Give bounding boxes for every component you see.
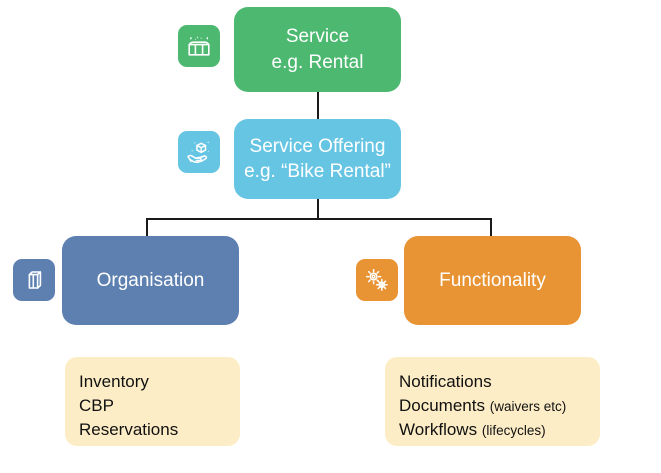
note-item: Workflows (lifecycles): [399, 418, 586, 442]
functionality-note: Notifications Documents (waivers etc) Wo…: [385, 357, 600, 446]
note-item-main: Workflows: [399, 420, 478, 440]
note-item-main: Documents: [399, 396, 485, 416]
note-item-sub: (lifecycles): [481, 423, 546, 439]
node-service-line2: e.g. Rental: [271, 51, 364, 73]
note-item-main: Notifications: [399, 372, 492, 391]
two-gears-icon: [363, 266, 391, 294]
note-item: CBP: [79, 394, 226, 418]
hand-holding-cube-icon: [185, 138, 213, 166]
connector-branch-to-organisation: [146, 218, 148, 236]
node-service-offering-text: Service Offering e.g. “Bike Rental”: [244, 134, 391, 184]
connector-branch-to-functionality: [490, 218, 492, 236]
note-item: Reservations: [79, 418, 226, 442]
organisation-note: Inventory CBP Reservations: [65, 357, 240, 446]
offering-icon-tile: [178, 131, 220, 173]
note-item-sub: (waivers etc): [489, 399, 567, 415]
connector-service-to-offering: [317, 92, 319, 119]
note-item-main: CBP: [79, 396, 114, 416]
node-organisation-label: Organisation: [96, 269, 205, 291]
functionality-icon-tile: [356, 259, 398, 301]
connector-offering-stem: [317, 199, 319, 219]
node-service[interactable]: Service e.g. Rental: [234, 7, 401, 92]
note-item: Inventory: [79, 370, 226, 394]
note-item: Notifications: [399, 370, 586, 394]
gift-box-sparkle-icon: [185, 32, 213, 60]
note-item: Documents (waivers etc): [399, 394, 586, 418]
node-service-line1: Service: [285, 26, 350, 48]
note-item-main: Inventory: [79, 372, 149, 391]
connector-branch-bar: [146, 218, 492, 220]
node-organisation[interactable]: Organisation: [62, 236, 239, 325]
node-service-text: Service e.g. Rental: [272, 24, 364, 74]
service-icon-tile: [178, 25, 220, 67]
node-functionality[interactable]: Functionality: [404, 236, 581, 325]
node-functionality-label: Functionality: [439, 269, 546, 291]
node-service-offering-line2: e.g. “Bike Rental”: [244, 161, 391, 182]
note-item-main: Reservations: [79, 420, 179, 440]
organisation-icon-tile: [13, 259, 55, 301]
cube-outline-icon: [21, 267, 47, 293]
node-service-offering[interactable]: Service Offering e.g. “Bike Rental”: [234, 119, 401, 199]
node-service-offering-line1: Service Offering: [249, 135, 386, 157]
